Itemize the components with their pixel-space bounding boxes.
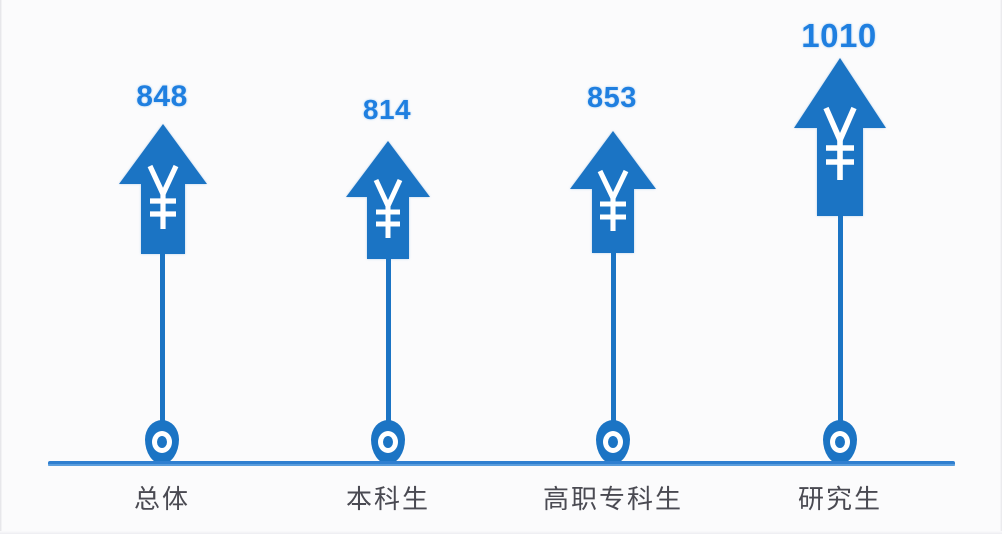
value-label-3: 1010	[801, 17, 877, 54]
canvas-edge-bottom	[0, 531, 1002, 534]
stem-line-0	[160, 252, 165, 438]
arrow-up-icon-3	[792, 56, 888, 218]
category-label-0: 总体	[133, 485, 191, 515]
arrow-up-icon-2	[568, 129, 658, 255]
value-label-2: 853	[587, 82, 637, 114]
axis-point-marker-icon-2	[596, 420, 630, 464]
category-label-2: 高职专科生	[542, 485, 684, 515]
x-axis-line	[48, 461, 955, 466]
value-label-1: 814	[362, 94, 412, 125]
axis-point-marker-icon-0	[145, 420, 179, 464]
axis-point-marker-icon-3	[823, 420, 857, 464]
category-label-1: 本科生	[345, 485, 431, 515]
stem-line-3	[838, 214, 843, 438]
axis-point-marker-icon-1	[371, 420, 405, 464]
canvas-edge-right	[1000, 0, 1002, 534]
value-label-0: 848	[136, 80, 188, 113]
arrow-up-icon-0	[117, 122, 209, 256]
canvas-edge-left	[0, 0, 2, 534]
stem-line-1	[386, 258, 391, 438]
category-label-3: 研究生	[797, 485, 883, 515]
stem-line-2	[611, 249, 616, 438]
arrow-up-icon-1	[344, 139, 432, 261]
